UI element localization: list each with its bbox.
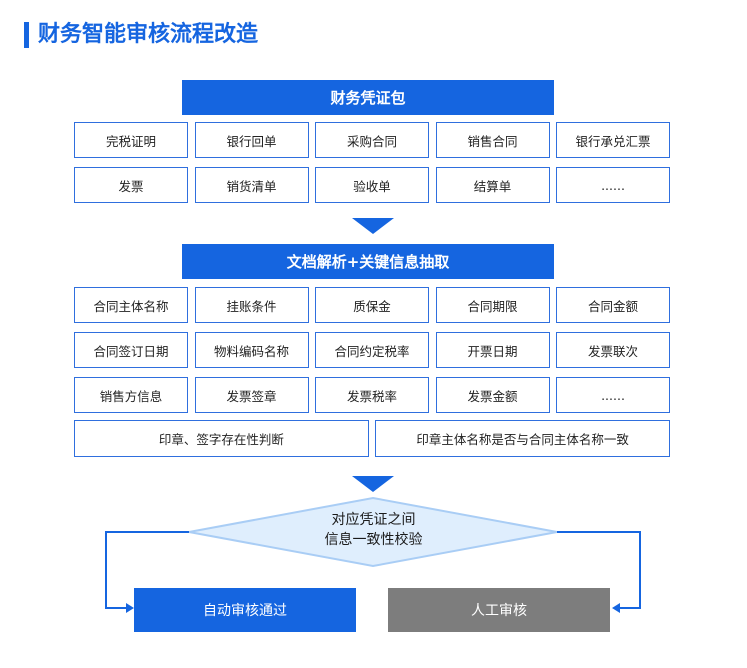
info-item: 发票金额: [435, 377, 550, 413]
info-item: 发票联次: [556, 332, 670, 368]
right-branch-line: [557, 531, 641, 609]
doc-item: 验收单: [315, 167, 429, 203]
doc-item: 银行承兑汇票: [556, 122, 670, 158]
seal-signature-check: 印章、签字存在性判断: [74, 420, 369, 457]
section2-wide-row: 印章、签字存在性判断 印章主体名称是否与合同主体名称一致: [74, 420, 670, 457]
info-item: 合同约定税率: [315, 332, 429, 368]
decision-label: 对应凭证之间 信息一致性校验: [300, 510, 447, 550]
info-item: 合同金额: [556, 287, 670, 323]
section1-header: 财务凭证包: [182, 80, 554, 115]
info-item: 合同期限: [435, 287, 550, 323]
seal-entity-match-check: 印章主体名称是否与合同主体名称一致: [375, 420, 670, 457]
decision-line1: 对应凭证之间: [331, 512, 416, 528]
info-item: 发票签章: [194, 377, 309, 413]
left-branch-arrowhead: [126, 603, 134, 613]
decision-diamond: [188, 496, 558, 568]
doc-item-ellipsis: ......: [556, 167, 670, 203]
doc-item: 银行回单: [194, 122, 309, 158]
info-item: 物料编码名称: [194, 332, 309, 368]
doc-item: 采购合同: [315, 122, 429, 158]
manual-review-box: 人工审核: [388, 588, 610, 632]
info-item-ellipsis: ......: [556, 377, 670, 413]
info-item: 合同签订日期: [74, 332, 188, 368]
decision-line2: 信息一致性校验: [324, 532, 423, 548]
auto-approve-box: 自动审核通过: [134, 588, 356, 632]
down-arrow-1: [352, 218, 394, 234]
doc-item: 销售合同: [435, 122, 550, 158]
doc-item: 完税证明: [74, 122, 188, 158]
info-item: 质保金: [315, 287, 429, 323]
left-branch-line: [105, 531, 189, 609]
doc-item: 发票: [74, 167, 188, 203]
section2-header: 文档解析+关键信息抽取: [182, 244, 554, 279]
info-item: 挂账条件: [194, 287, 309, 323]
title-accent-bar: [24, 22, 29, 48]
info-item: 开票日期: [435, 332, 550, 368]
section2-grid: 合同主体名称 挂账条件 质保金 合同期限 合同金额 合同签订日期 物料编码名称 …: [74, 287, 670, 413]
right-branch-arrowhead: [612, 603, 620, 613]
doc-item: 销货清单: [194, 167, 309, 203]
section1-grid: 完税证明 银行回单 采购合同 销售合同 银行承兑汇票 发票 销货清单 验收单 结…: [74, 122, 670, 203]
page-title: 财务智能审核流程改造: [38, 22, 259, 47]
info-item: 销售方信息: [74, 377, 188, 413]
doc-item: 结算单: [435, 167, 550, 203]
down-arrow-2: [352, 476, 394, 492]
info-item: 合同主体名称: [74, 287, 188, 323]
info-item: 发票税率: [315, 377, 429, 413]
